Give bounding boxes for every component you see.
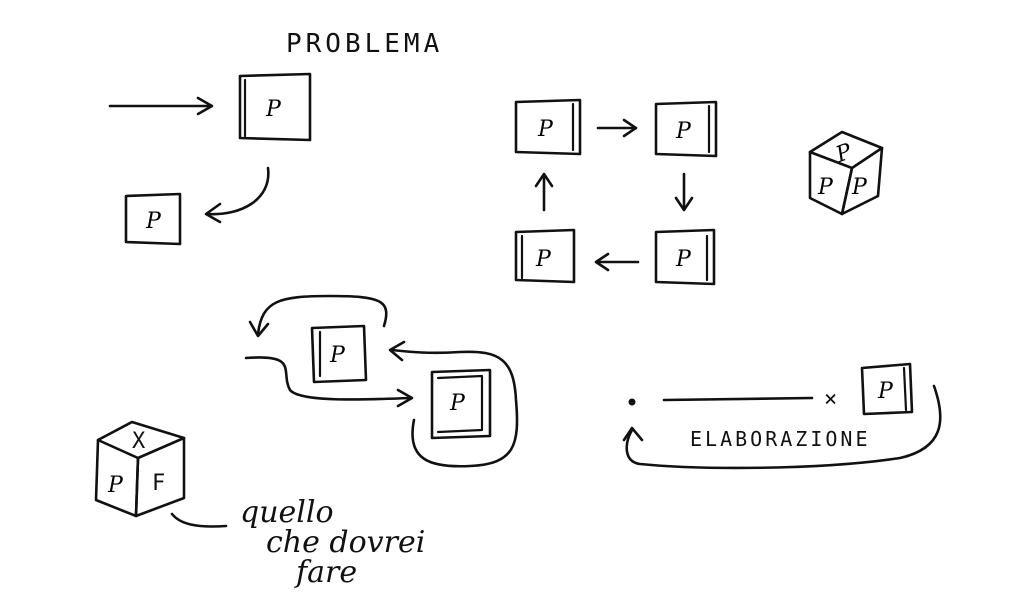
return-curve [625, 384, 942, 470]
cycle-box-top-right: P [654, 100, 718, 158]
box-p-small: P [124, 192, 182, 246]
cycle-arrow-down [674, 172, 694, 212]
cube-top-label: X [132, 429, 146, 454]
loop-outer-head [388, 340, 406, 362]
loop-box-lower: P [430, 368, 492, 440]
cube-right-label: F [152, 471, 165, 496]
multiply-mark: × [824, 387, 837, 412]
loop-mid-line [244, 356, 412, 401]
cycle-arrow-left [594, 252, 640, 272]
box-outline [514, 228, 576, 284]
loop-top-head [248, 320, 270, 338]
cycle-box-bottom-right: P [654, 228, 716, 286]
elaboration-label: ELABORAZIONE [690, 427, 871, 451]
box-outline [430, 368, 492, 440]
start-dot [628, 398, 636, 406]
note-line-3: fare [294, 555, 357, 590]
curve-line [206, 166, 270, 216]
elab-box-label: P [877, 379, 894, 404]
loop-box-upper: P [310, 324, 368, 384]
box-label: P [329, 343, 346, 368]
loop-outer-line [390, 348, 519, 468]
cube-xpf: X P F [94, 420, 186, 518]
cube-right [840, 146, 884, 216]
elab-box-outline [860, 362, 914, 416]
curve-head [204, 202, 222, 224]
cube-top-label: P [832, 139, 857, 168]
cube-right [134, 436, 186, 518]
box-label: P [675, 119, 692, 144]
elab-box-inner-line [902, 366, 908, 412]
loop-arrows [244, 294, 519, 468]
cube-left-label: P [107, 473, 124, 498]
box-inner-line [436, 374, 484, 434]
diagram-title: PROBLEMA [286, 29, 443, 59]
cycle-box-top-left: P [514, 98, 582, 156]
box-label: P [535, 247, 552, 272]
box-label: P [145, 209, 162, 234]
cube-right-label: P [851, 175, 868, 200]
arrow-head [674, 196, 694, 212]
arrow-head [594, 252, 610, 272]
cycle-arrow-up [534, 172, 554, 212]
cube-left-label: P [817, 175, 834, 200]
cube-ppp: P P P [808, 130, 884, 216]
box-label: P [675, 247, 692, 272]
note-line-1: quello [240, 495, 334, 530]
box-outline [310, 324, 368, 384]
box-outline [514, 98, 582, 156]
box-outline [654, 228, 716, 286]
box-label: P [537, 117, 554, 142]
box-outline [238, 72, 312, 142]
box-label: P [265, 97, 282, 122]
arrow-head [534, 172, 554, 188]
loop-mid-head [396, 388, 414, 408]
box-outline [124, 192, 182, 246]
note-line-2: che dovrei [266, 525, 425, 560]
arrow-head [196, 96, 214, 116]
loop-top-line [256, 294, 388, 336]
cycle-arrow-right [596, 118, 638, 138]
handwritten-note: quello che dovrei fare [240, 495, 425, 590]
box-label: P [449, 391, 466, 416]
cycle-box-bottom-left: P [514, 228, 576, 284]
note-connector [170, 512, 228, 528]
arrow-head [622, 118, 638, 138]
elab-line [662, 396, 814, 402]
box-p-main: P [238, 72, 312, 142]
box-outline [654, 100, 718, 158]
return-head [622, 426, 644, 442]
curved-arrow-down [204, 166, 270, 224]
group-input-arrow [108, 96, 214, 116]
elaboration-group: × P ELABORAZIONE [622, 362, 942, 470]
